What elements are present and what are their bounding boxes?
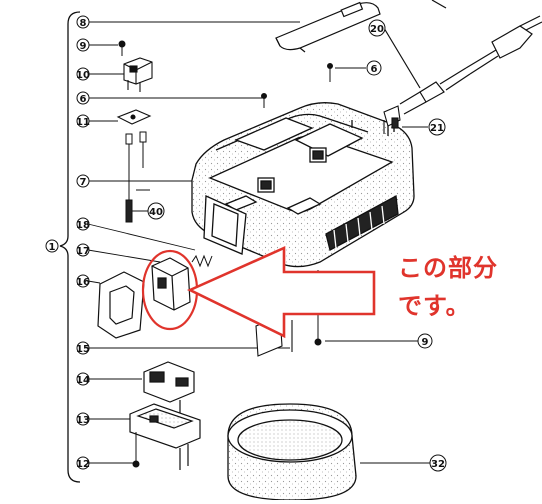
svg-text:7: 7 — [80, 177, 87, 188]
label-part-7: 7 — [76, 174, 90, 188]
label-part-20: 20 — [368, 19, 386, 37]
label-part-12: 12 — [76, 456, 90, 470]
terminal-wires-part-40 — [125, 131, 150, 223]
label-part-14: 14 — [76, 372, 90, 386]
label-part-9: 9 — [76, 38, 90, 52]
svg-text:6: 6 — [371, 64, 378, 75]
svg-text:21: 21 — [430, 123, 444, 134]
svg-text:10: 10 — [76, 70, 90, 81]
svg-text:1: 1 — [49, 242, 56, 253]
screws-part-6 — [261, 63, 333, 108]
label-part-11: 11 — [76, 114, 90, 128]
label-part-9-lower: 9 — [417, 333, 433, 349]
label-part-17: 17 — [76, 243, 90, 257]
svg-text:17: 17 — [76, 246, 90, 257]
handle-part-8 — [275, 1, 381, 53]
svg-text:14: 14 — [76, 375, 90, 386]
label-part-6: 6 — [76, 91, 90, 105]
label-part-1: 1 — [45, 239, 59, 253]
label-part-15: 15 — [76, 341, 90, 355]
svg-text:8: 8 — [80, 18, 87, 29]
label-part-32: 32 — [429, 454, 447, 472]
svg-text:9: 9 — [422, 337, 429, 348]
part-labels: 1 8 9 10 6 11 7 40 18 17 16 15 14 13 12 … — [45, 15, 447, 472]
svg-text:16: 16 — [76, 277, 90, 288]
screw-part-9 — [118, 40, 126, 56]
leader-lines — [87, 21, 430, 464]
svg-text:32: 32 — [431, 459, 445, 470]
switch-part-10 — [123, 57, 153, 92]
housing-part-7 — [191, 102, 415, 268]
svg-text:20: 20 — [370, 24, 384, 35]
svg-text:12: 12 — [76, 459, 90, 470]
callout-arrow — [186, 245, 376, 339]
label-part-8: 8 — [76, 15, 90, 29]
label-part-6-right: 6 — [366, 60, 382, 76]
label-part-16: 16 — [76, 274, 90, 288]
tray-part-13 — [129, 403, 201, 470]
cord-terminal-part-21 — [383, 105, 401, 134]
callout-line-1: この部分 — [398, 254, 498, 282]
assembly-bracket — [59, 11, 81, 483]
module-part-14 — [143, 361, 195, 414]
svg-text:9: 9 — [80, 41, 87, 52]
label-part-40: 40 — [147, 202, 165, 220]
label-part-21: 21 — [428, 118, 446, 136]
power-cord-part-20 — [383, 0, 542, 115]
ring-part-32 — [227, 403, 357, 501]
callout-line-2: です。 — [398, 292, 471, 320]
svg-text:11: 11 — [76, 117, 90, 128]
svg-text:13: 13 — [76, 415, 90, 426]
cover-part-16 — [97, 271, 145, 339]
label-part-10: 10 — [76, 67, 90, 81]
label-part-13: 13 — [76, 412, 90, 426]
svg-text:18: 18 — [76, 220, 90, 231]
svg-text:40: 40 — [149, 207, 163, 218]
svg-text:6: 6 — [80, 94, 87, 105]
svg-text:15: 15 — [76, 344, 90, 355]
holder-part-17 — [151, 257, 191, 311]
spring-part-18 — [191, 254, 213, 268]
plate-part-11 — [116, 109, 152, 125]
screw-part-12 — [132, 432, 140, 468]
label-part-18: 18 — [76, 217, 90, 231]
